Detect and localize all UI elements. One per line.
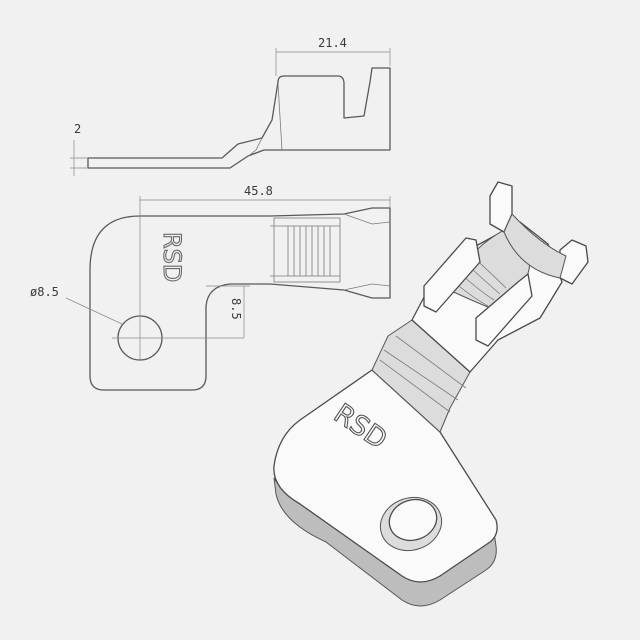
- isometric-view: RSD: [273, 181, 589, 607]
- iso-hole-inner: [388, 498, 438, 542]
- plan-crimp-ribs: [287, 226, 331, 276]
- dim-hole-diameter-label: ø8.5: [30, 285, 59, 299]
- side-view: 21.4 2: [70, 36, 391, 176]
- side-view-bend-line: [245, 137, 263, 159]
- dim-2-line: [70, 140, 88, 176]
- iso-front-wing-left: [423, 237, 481, 313]
- dim-45-8-line: [140, 196, 391, 208]
- dim-8-5-line: [206, 285, 250, 338]
- iso-serrations: [443, 251, 507, 307]
- dim-21-4-label: 21.4: [318, 36, 347, 50]
- iso-rear-barrel: [503, 213, 567, 279]
- iso-front-wing-right: [475, 273, 533, 347]
- iso-plate-face: [273, 369, 498, 583]
- side-view-profile: [87, 67, 391, 169]
- dim-8-5-label: 8.5: [229, 298, 243, 320]
- dim-21-4-line: [275, 48, 391, 76]
- plan-view-outline: [89, 207, 391, 391]
- dim-45-8-label: 45.8: [244, 184, 273, 198]
- plan-rsd-marking: RSD: [158, 232, 186, 282]
- dim-hole-leader: [65, 297, 123, 325]
- plan-crimp-barrel: [273, 217, 341, 283]
- plan-hole-centerline: [112, 196, 244, 360]
- plan-crimp-wings: [270, 213, 391, 291]
- plan-view: RSD 45.8 ø8.5 8.5: [30, 184, 391, 391]
- dim-2-label: 2: [74, 122, 81, 136]
- iso-neck-lines: [379, 335, 467, 413]
- side-view-crimp-edge: [277, 83, 283, 151]
